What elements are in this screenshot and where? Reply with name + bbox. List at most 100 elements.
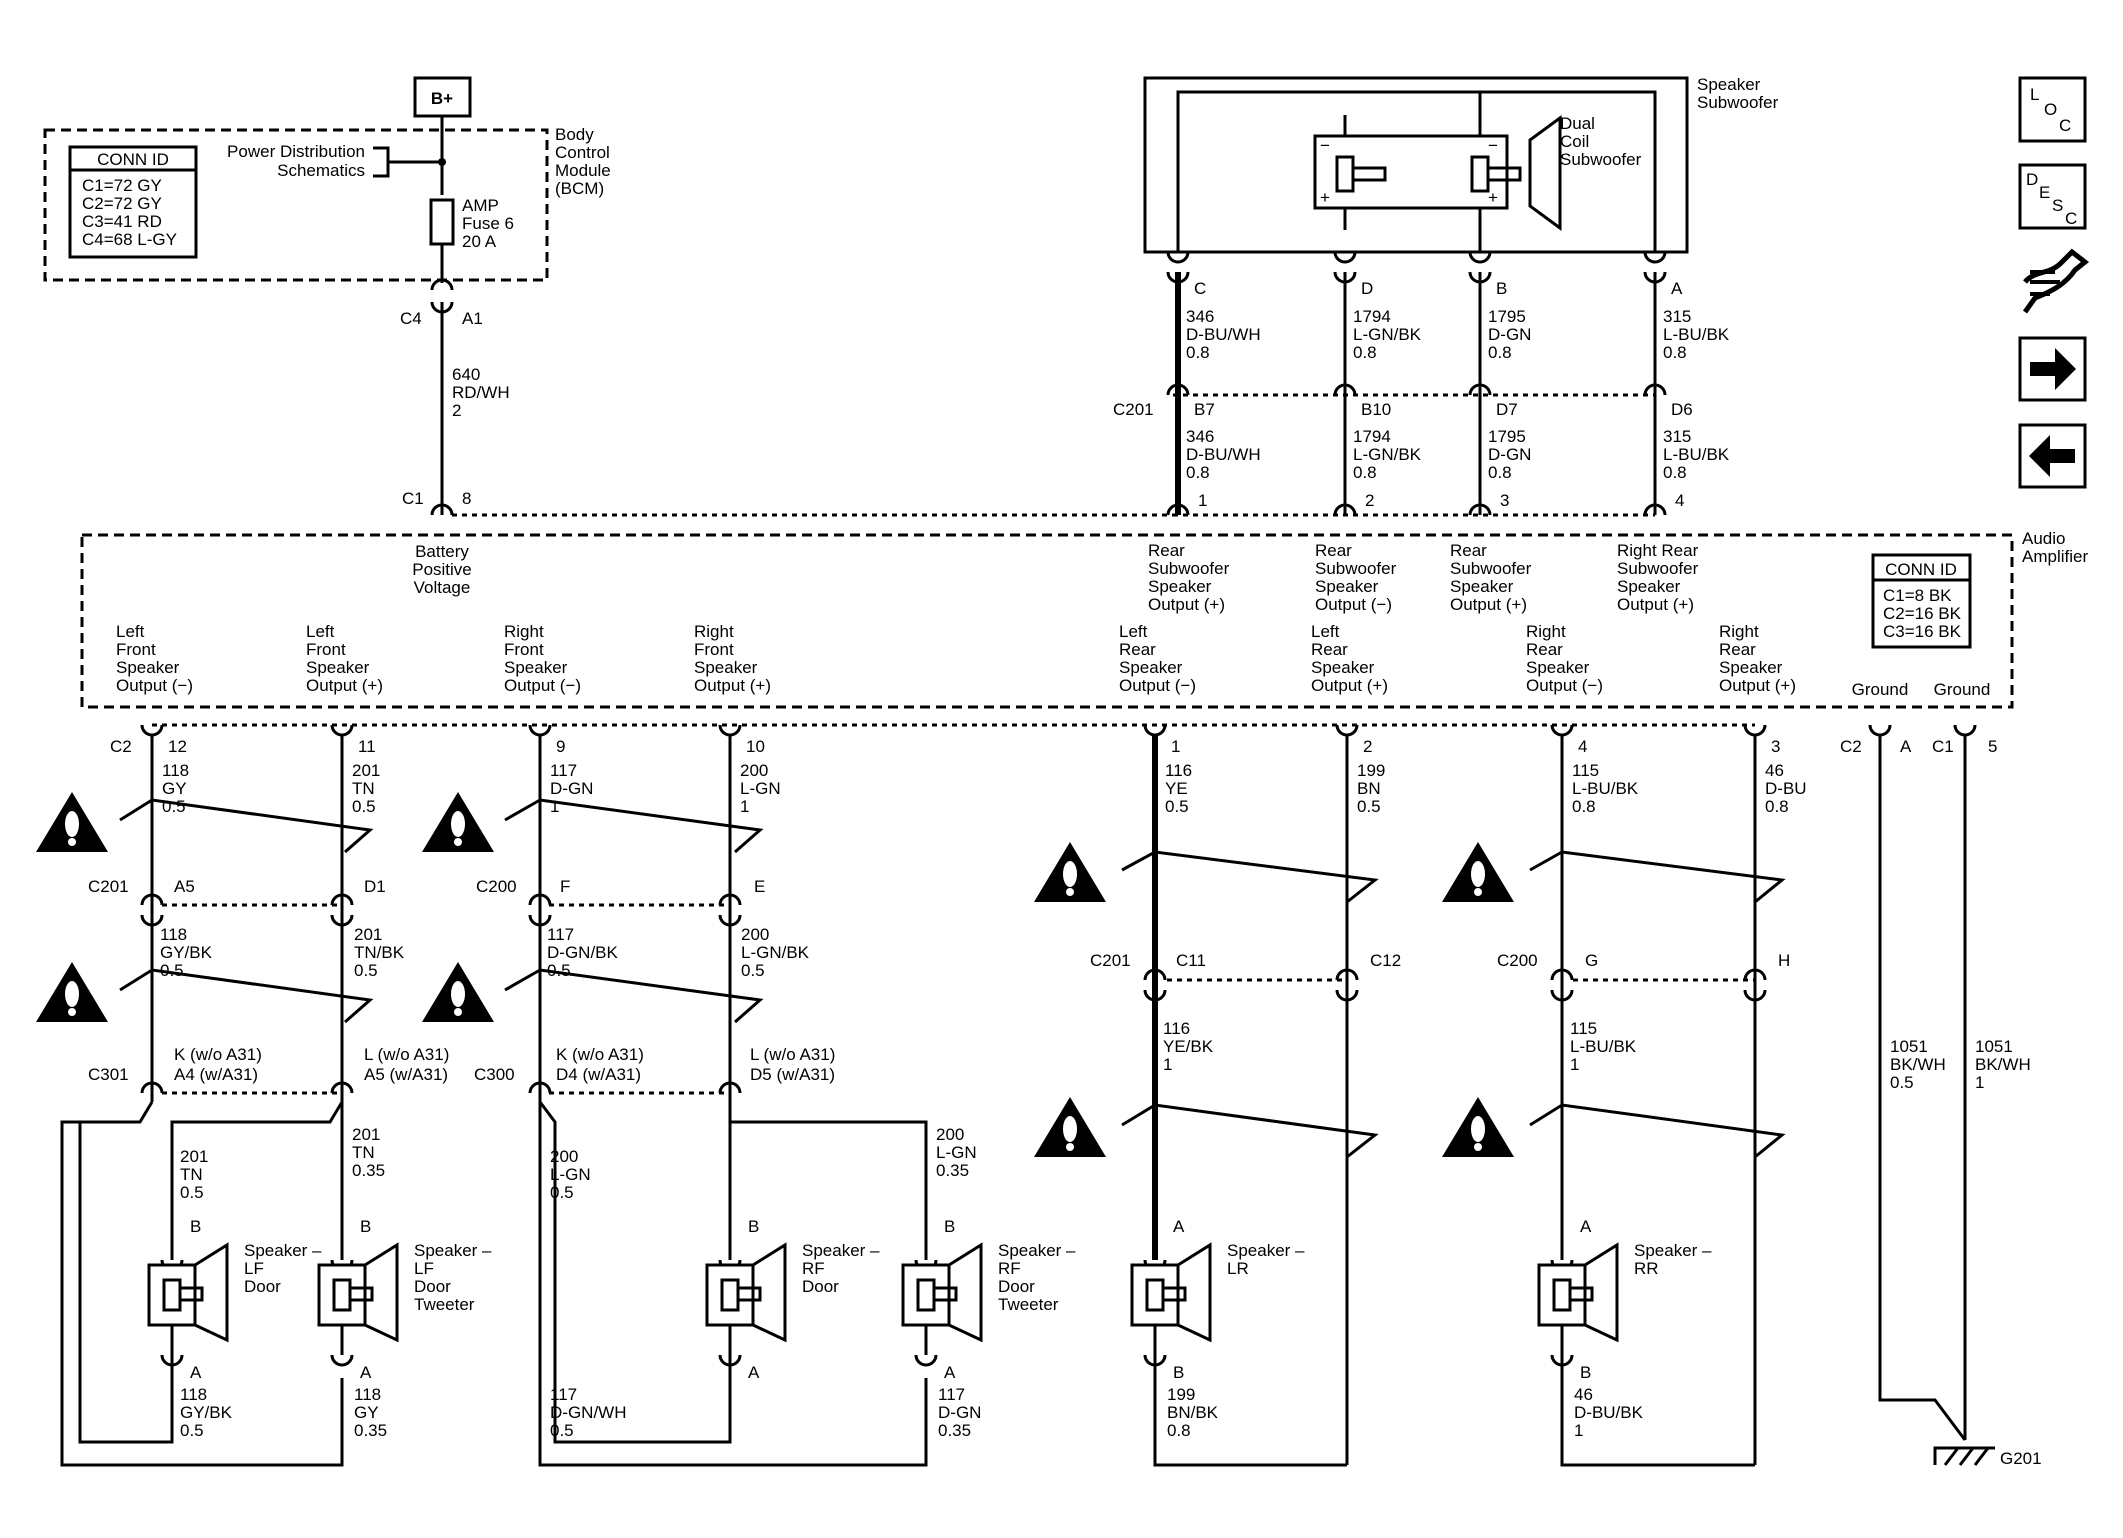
- svg-text:Control: Control: [555, 143, 610, 162]
- output-label: Rear: [1450, 541, 1487, 560]
- svg-text:CONN ID: CONN ID: [1885, 560, 1957, 579]
- circuit-number: 199: [1357, 761, 1385, 780]
- wiring-harness-icon[interactable]: [2022, 248, 2090, 314]
- svg-text:Door: Door: [802, 1277, 839, 1296]
- svg-text:Module: Module: [555, 161, 611, 180]
- svg-text:A5 (w/A31): A5 (w/A31): [364, 1065, 448, 1084]
- svg-text:115: 115: [1570, 1019, 1597, 1038]
- wire-gauge: 0.5: [1165, 797, 1189, 816]
- wire-gauge: 0.5: [180, 1183, 204, 1202]
- svg-text:E: E: [754, 877, 765, 896]
- amp-pin: 4: [1675, 491, 1684, 510]
- wire-gauge: 0.8: [1353, 343, 1377, 362]
- subwoofer-circuits: C346D-BU/WH0.8B7346D-BU/WH0.81RearSubwoo…: [1148, 251, 1730, 614]
- svg-text:BK/WH: BK/WH: [1890, 1055, 1946, 1074]
- connector-pin: B10: [1361, 400, 1391, 419]
- pds-link[interactable]: Power Distribution: [227, 142, 365, 161]
- svg-text:Door: Door: [414, 1277, 451, 1296]
- amp-pin: 12: [168, 737, 187, 756]
- svg-text:D1: D1: [364, 877, 386, 896]
- wire-color: L-GN: [740, 779, 781, 798]
- svg-text:C1=72 GY: C1=72 GY: [82, 176, 162, 195]
- circuit-number: 115: [1572, 761, 1599, 780]
- loc-icon[interactable]: L O C: [2018, 76, 2087, 143]
- svg-text:Door: Door: [998, 1277, 1035, 1296]
- svg-text:C4=68 L-GY: C4=68 L-GY: [82, 230, 177, 249]
- svg-text:Front: Front: [504, 640, 544, 659]
- svg-text:TN/BK: TN/BK: [354, 943, 405, 962]
- connector-pin: C: [1194, 279, 1206, 298]
- wire-color: D-BU/BK: [1574, 1403, 1644, 1422]
- svg-text:Output (−): Output (−): [1526, 676, 1603, 695]
- wire-gauge: 0.5: [180, 1421, 204, 1440]
- circuit-number: 1794: [1353, 427, 1391, 446]
- wire-color: D-GN: [550, 779, 593, 798]
- svg-text:AMP: AMP: [462, 196, 499, 215]
- svg-text:Subwoofer: Subwoofer: [1450, 559, 1532, 578]
- speaker-name: Speaker –: [414, 1241, 492, 1260]
- connector-pin: B: [360, 1217, 371, 1236]
- svg-text:Coil: Coil: [1560, 132, 1589, 151]
- svg-text:LR: LR: [1227, 1259, 1249, 1278]
- circuit-number: 346: [1186, 427, 1214, 446]
- svg-text:C4: C4: [400, 309, 422, 328]
- twisted-pair-markers: [119, 798, 1786, 1159]
- svg-text:Amplifier: Amplifier: [2022, 547, 2088, 566]
- svg-text:Output (+): Output (+): [1148, 595, 1225, 614]
- wire-color: GY: [354, 1403, 379, 1422]
- svg-text:Front: Front: [306, 640, 346, 659]
- svg-text:Output (−): Output (−): [1315, 595, 1392, 614]
- svg-text:RF: RF: [998, 1259, 1021, 1278]
- svg-text:C200: C200: [1497, 951, 1538, 970]
- svg-text:Output (+): Output (+): [1311, 676, 1388, 695]
- warning-icon: [36, 962, 108, 1022]
- subwoofer-label: Speaker: [1697, 75, 1761, 94]
- wire-gauge: 0.8: [1488, 343, 1512, 362]
- svg-text:C1=8 BK: C1=8 BK: [1883, 586, 1952, 605]
- svg-text:C: C: [2065, 209, 2077, 228]
- forward-arrow-icon[interactable]: [2018, 336, 2087, 402]
- svg-text:−: −: [1320, 136, 1330, 155]
- svg-text:0.5: 0.5: [547, 961, 571, 980]
- svg-text:20 A: 20 A: [462, 232, 497, 251]
- back-arrow-icon[interactable]: [2018, 423, 2087, 489]
- svg-text:C3=41 RD: C3=41 RD: [82, 212, 162, 231]
- wire-color: D-GN/WH: [550, 1403, 626, 1422]
- amplifier-box: [80, 533, 2014, 709]
- connector-pin: B: [1173, 1363, 1184, 1382]
- svg-text:640: 640: [452, 365, 480, 384]
- wire-gauge: 0.5: [1357, 797, 1381, 816]
- warning-icon: [1034, 842, 1106, 902]
- output-label: Right: [504, 622, 544, 641]
- svg-text:C1: C1: [402, 489, 424, 508]
- wire-color: YE: [1165, 779, 1188, 798]
- wire-color: L-GN/BK: [1353, 445, 1422, 464]
- svg-text:GY/BK: GY/BK: [160, 943, 213, 962]
- wire-color: L-GN/BK: [1353, 325, 1422, 344]
- svg-text:201: 201: [354, 925, 382, 944]
- wire-gauge: 0.5: [162, 797, 186, 816]
- circuit-number: 346: [1186, 307, 1214, 326]
- desc-icon[interactable]: D E S C: [2018, 163, 2087, 230]
- wire-gauge: 0.35: [938, 1421, 971, 1440]
- svg-text:1: 1: [1975, 1073, 1984, 1092]
- warning-icon: [422, 792, 494, 852]
- svg-text:1: 1: [1163, 1055, 1172, 1074]
- circuit-number: 117: [550, 1385, 577, 1404]
- svg-text:1051: 1051: [1890, 1037, 1928, 1056]
- amp-pin: 9: [556, 737, 565, 756]
- svg-text:0.5: 0.5: [354, 961, 378, 980]
- svg-text:Schematics[interactable]: Schematics: [277, 161, 365, 180]
- svg-text:Fuse 6: Fuse 6: [462, 214, 514, 233]
- svg-text:RF: RF: [802, 1259, 825, 1278]
- speaker-name: Speaker –: [802, 1241, 880, 1260]
- wire-gauge: 0.35: [354, 1421, 387, 1440]
- bcm-conn-id: [68, 145, 198, 259]
